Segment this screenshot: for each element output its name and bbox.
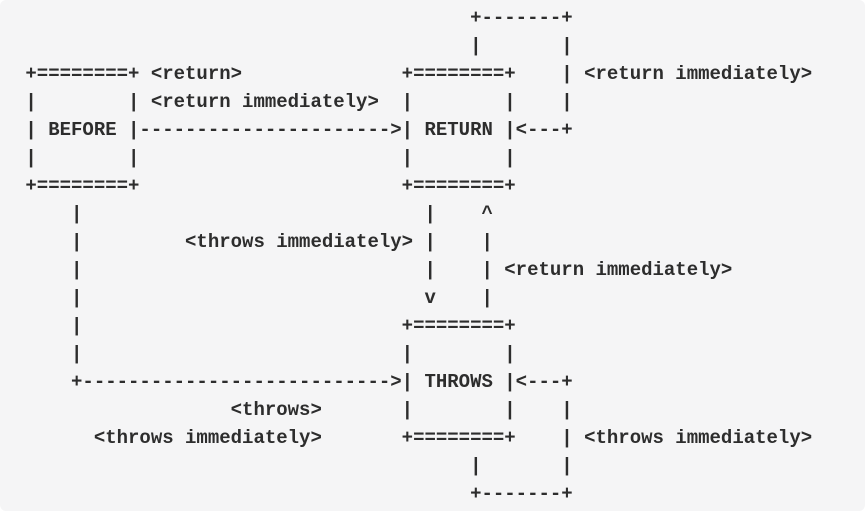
ascii-state-diagram: +-------+ | | +========+ <return> +=====… [25, 7, 813, 505]
diagram-canvas: +-------+ | | +========+ <return> +=====… [25, 7, 813, 505]
